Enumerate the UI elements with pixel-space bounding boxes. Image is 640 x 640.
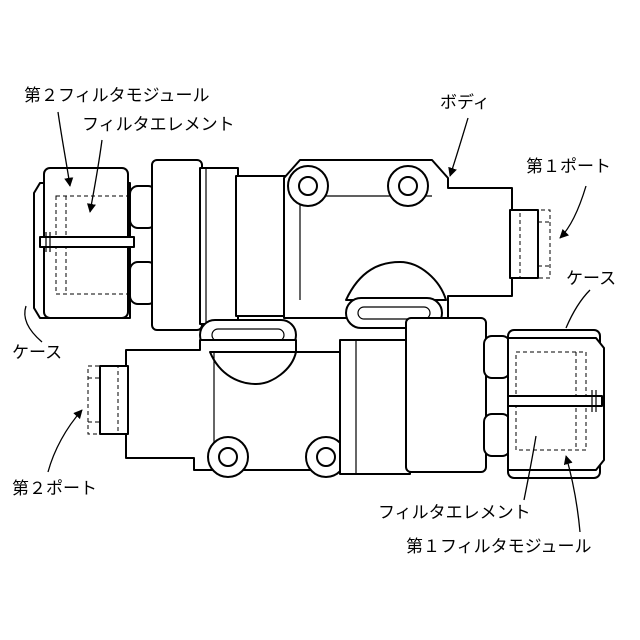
label-case-right: ケース xyxy=(566,269,616,289)
center-rod-top xyxy=(40,237,134,247)
bolt-hole-bottom-left-inner xyxy=(219,448,237,466)
label-body: ボディ xyxy=(440,92,490,113)
bolt-top-right xyxy=(484,336,510,378)
leader-body xyxy=(450,118,468,176)
bolt-hole-top-left-inner xyxy=(299,177,317,195)
bolt-hole-top-right-inner xyxy=(399,177,417,195)
second-filter-module xyxy=(34,160,286,330)
bolt-hole-bottom-right-inner xyxy=(317,448,335,466)
flange-bottom xyxy=(406,318,486,472)
label-filter-element-bottom: フィルタエレメント xyxy=(378,503,531,523)
leader-second-port xyxy=(48,410,82,472)
flange-top xyxy=(152,160,202,330)
label-second-filter-module: 第２フィルタモジュール xyxy=(24,86,209,106)
bolt-bottom-right xyxy=(484,414,510,456)
first-port-shape xyxy=(510,210,538,278)
first-filter-module xyxy=(340,318,604,478)
leader-case-right xyxy=(566,290,590,328)
neck-top-2 xyxy=(236,176,286,316)
lower-body xyxy=(88,340,346,477)
body xyxy=(284,160,550,318)
leader-first-port xyxy=(560,186,586,238)
label-case-left: ケース xyxy=(12,343,62,363)
second-port-shape xyxy=(100,366,128,434)
labels: 第２フィルタモジュール フィルタエレメント ボディ 第１ポート ケース ケース … xyxy=(12,86,616,557)
label-first-filter-module: 第１フィルタモジュール xyxy=(406,537,591,557)
label-first-port: 第１ポート xyxy=(526,157,611,177)
label-filter-element-top: フィルタエレメント xyxy=(82,115,235,135)
neck-bottom-1 xyxy=(340,340,410,474)
label-second-port: 第２ポート xyxy=(12,479,97,499)
center-rod-bottom xyxy=(508,396,602,406)
